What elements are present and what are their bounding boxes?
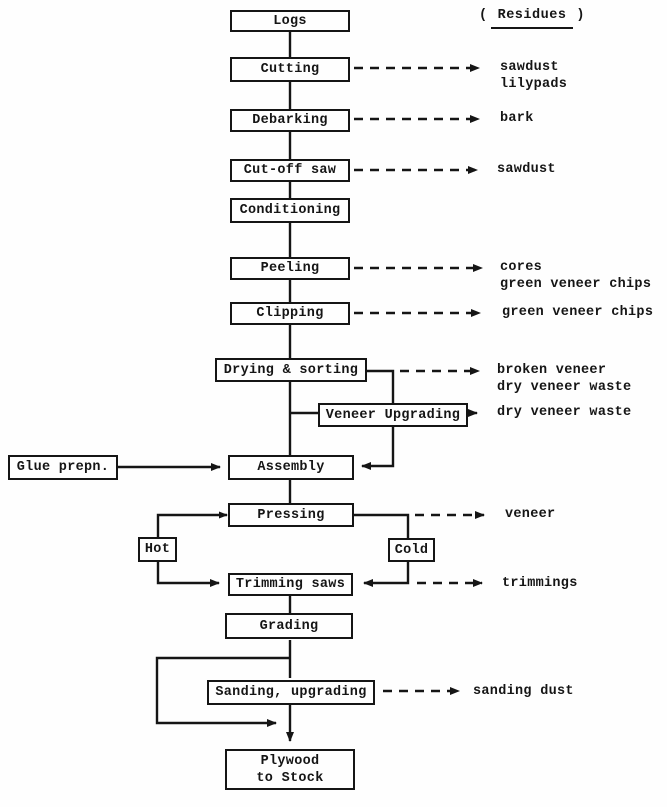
residue-sanding-upgrading: sanding dust: [473, 684, 574, 701]
residue-line: bark: [500, 111, 534, 126]
residue-line: sawdust: [497, 162, 556, 177]
node-logs: Logs: [230, 10, 350, 32]
residue-clipping: green veneer chips: [502, 305, 653, 322]
residue-veneer-upgrading: dry veneer waste: [497, 405, 631, 422]
node-cutoff-saw-label: Cut-off saw: [243, 163, 337, 178]
residue-line: cores: [500, 260, 543, 275]
node-conditioning: Conditioning: [230, 198, 350, 223]
node-pressing-label: Pressing: [257, 507, 325, 523]
residue-line: green veneer chips: [500, 276, 652, 292]
residue-debarking: bark: [500, 111, 534, 128]
node-assembly-label: Assembly: [257, 460, 325, 475]
node-cutting-label: Cutting: [260, 62, 320, 77]
node-cutting: Cutting: [230, 57, 350, 82]
wire-bypass-loop: [155, 656, 290, 727]
node-grading-label: Grading: [259, 618, 319, 634]
node-drying-sorting-label: Drying & sorting: [223, 362, 359, 378]
residue-cutoff-saw: sawdust: [497, 162, 556, 179]
wire-upgrading-to-assembly: [361, 427, 395, 470]
node-plywood-to-stock: Plywood to Stock: [225, 749, 355, 790]
node-clipping: Clipping: [230, 302, 350, 325]
node-veneer-upgrading: Veneer Upgrading: [318, 403, 468, 427]
wire-cold-to-trimming: [363, 562, 410, 587]
node-trimming-saws-label: Trimming saws: [235, 577, 346, 592]
pressing-left-arrowhead: [219, 511, 228, 519]
node-sanding-upgrading: Sanding, upgrading: [207, 680, 375, 705]
residue-line: sanding dust: [473, 684, 574, 699]
node-assembly: Assembly: [228, 455, 354, 480]
wire-pressing-to-hot: [156, 513, 227, 537]
residue-cutting: sawdust lilypads: [500, 60, 567, 93]
node-conditioning-label: Conditioning: [239, 203, 341, 218]
residue-pressing: veneer: [505, 507, 555, 524]
node-plywood-line1: Plywood: [260, 753, 320, 769]
residue-peeling: cores green veneer chips: [500, 260, 651, 293]
residue-line: dry veneer waste: [497, 379, 632, 395]
residue-line: veneer: [505, 507, 556, 522]
residues-header-open-paren: (: [479, 8, 488, 23]
residue-line: broken veneer: [497, 363, 607, 378]
node-hot: Hot: [138, 537, 177, 562]
residue-drying-sorting: broken veneer dry veneer waste: [497, 363, 631, 396]
node-debarking-label: Debarking: [252, 113, 328, 128]
residues-header-word: Residues: [490, 8, 574, 29]
solid-flow-lines: [118, 32, 410, 742]
wire-hot-to-trimming: [156, 562, 220, 587]
node-cutoff-saw: Cut-off saw: [230, 159, 350, 182]
node-cold-label: Cold: [394, 542, 429, 558]
residue-line: lilypads: [500, 76, 568, 92]
residues-header-close-paren: ): [576, 8, 586, 23]
node-plywood-line2: to Stock: [256, 770, 324, 786]
node-glue-prepn-label: Glue prepn.: [16, 460, 110, 475]
residue-line: dry veneer waste: [497, 405, 632, 420]
node-drying-sorting: Drying & sorting: [215, 358, 367, 382]
node-clipping-label: Clipping: [256, 306, 324, 321]
residue-line: trimmings: [502, 576, 578, 591]
wire-pressing-to-cold: [354, 513, 410, 538]
residue-dashed-lines: [354, 64, 485, 695]
wire-group: [118, 32, 485, 742]
node-grading: Grading: [225, 613, 353, 639]
node-sanding-upgrading-label: Sanding, upgrading: [215, 685, 367, 700]
node-pressing: Pressing: [228, 503, 354, 527]
node-peeling: Peeling: [230, 257, 350, 280]
residue-line: sawdust: [500, 60, 559, 75]
node-veneer-upgrading-label: Veneer Upgrading: [325, 407, 461, 423]
residue-line: green veneer chips: [502, 305, 654, 320]
residues-header: ( Residues ): [479, 8, 585, 29]
node-logs-label: Logs: [273, 13, 307, 29]
node-trimming-saws: Trimming saws: [228, 573, 353, 596]
residue-trimming-saws: trimmings: [502, 576, 578, 593]
node-hot-label: Hot: [144, 542, 171, 557]
node-cold: Cold: [388, 538, 435, 562]
node-glue-prepn: Glue prepn.: [8, 455, 118, 480]
wire-drying-to-upgrading-top: [367, 369, 395, 403]
node-debarking: Debarking: [230, 109, 350, 132]
node-peeling-label: Peeling: [260, 261, 320, 276]
